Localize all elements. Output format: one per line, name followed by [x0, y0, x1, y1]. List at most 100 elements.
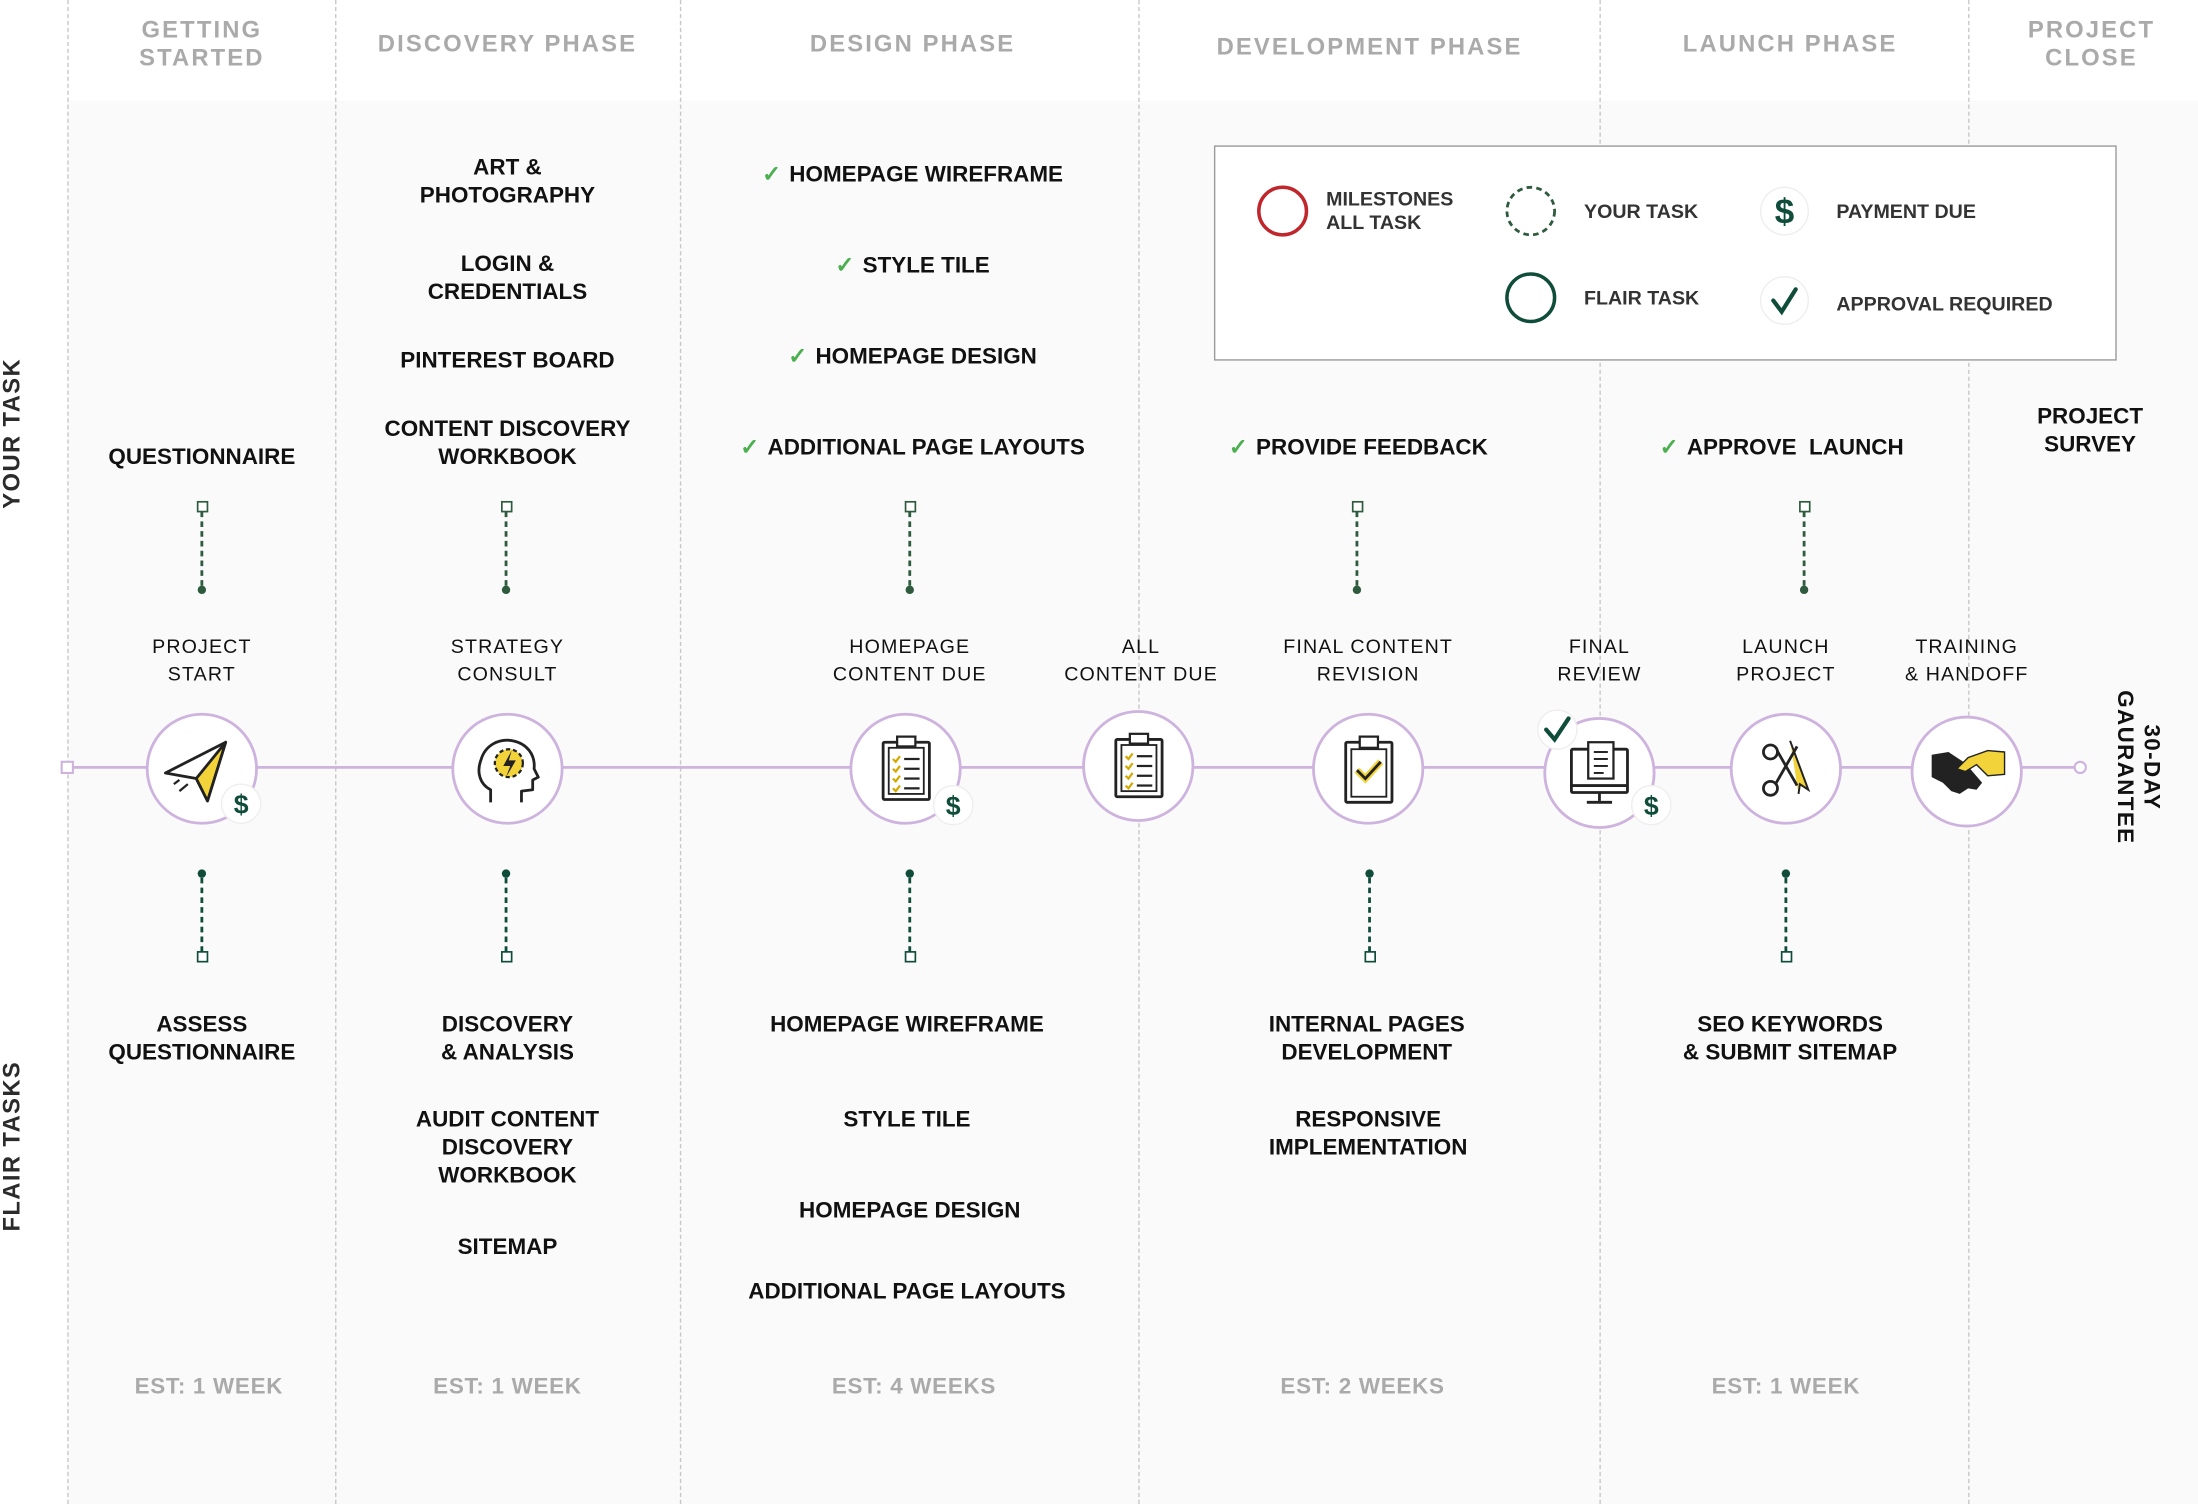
- paper-plane-icon: [164, 740, 228, 803]
- check-mark-icon: [1759, 276, 1810, 325]
- phase-getting-started-line1: GETTING: [141, 16, 263, 44]
- milestone-label-line1: TRAINING: [1915, 634, 2019, 657]
- milestone-final-content-revision: [1312, 712, 1425, 825]
- milestone-circle-icon: [1257, 185, 1309, 237]
- phase-development: DEVELOPMENT PHASE: [1216, 33, 1523, 61]
- milestone-project-start: $: [145, 712, 262, 825]
- milestone-label-line1: FINAL: [1568, 634, 1631, 657]
- phase-project-close-line2: CLOSE: [2045, 44, 2138, 72]
- flair-task-sitemap: SITEMAP: [458, 1234, 558, 1262]
- clipboard-checklist-icon: [1114, 732, 1164, 799]
- flair-task-additional-page-layouts: ADDITIONAL PAGE LAYOUTS: [748, 1280, 1066, 1305]
- flair-task-connector: [500, 869, 513, 963]
- phase-getting-started: GETTING STARTED: [139, 17, 264, 73]
- milestone-label-line2: CONSULT: [457, 662, 558, 685]
- svg-text:$: $: [1775, 193, 1794, 232]
- flair-task-connector: [196, 869, 209, 963]
- milestone-launch-project: [1729, 712, 1842, 825]
- flair-task-assess-questionnaire-line1: ASSESS: [156, 1013, 248, 1038]
- estimate-discovery: EST: 1 WEEK: [433, 1375, 582, 1400]
- milestone-final-review: $: [1537, 709, 1672, 829]
- phase-project-close: PROJECT CLOSE: [2028, 17, 2155, 73]
- approval-check-icon: [1537, 709, 1578, 750]
- milestone-label-line2: CONTENT DUE: [832, 662, 987, 685]
- estimate-design: EST: 4 WEEKS: [831, 1375, 997, 1400]
- your-task-pinterest-board: PINTEREST BOARD: [400, 348, 614, 376]
- flair-task-audit-content: AUDIT CONTENT DISCOVERY WORKBOOK: [416, 1107, 599, 1191]
- column-divider: [335, 0, 337, 1504]
- check-icon: ✓: [1659, 436, 1679, 460]
- flair-task-responsive-line2: IMPLEMENTATION: [1268, 1136, 1468, 1161]
- your-task-connector: [500, 500, 513, 595]
- your-task-project-survey-line1: PROJECT: [2037, 405, 2144, 430]
- clipboard-checklist-icon: [881, 735, 931, 801]
- milestone-label-line1: FINAL CONTENT: [1283, 634, 1454, 657]
- clipboard-check-icon: [1344, 735, 1394, 804]
- milestone-label-line2: REVISION: [1316, 662, 1420, 685]
- legend-flair-task-label: FLAIR TASK: [1584, 286, 1700, 309]
- milestone-label-final-content-revision: FINAL CONTENT REVISION: [1283, 632, 1453, 688]
- your-task-homepage-design: ✓HOMEPAGE DESIGN: [788, 344, 1037, 372]
- flair-task-responsive-implementation: RESPONSIVE IMPLEMENTATION: [1269, 1107, 1468, 1163]
- estimate-development: EST: 2 WEEKS: [1280, 1375, 1445, 1400]
- your-task-additional-page-layouts: ✓ADDITIONAL PAGE LAYOUTS: [740, 435, 1085, 463]
- column-divider: [679, 0, 682, 1504]
- your-task-connector: [904, 500, 917, 595]
- estimate-launch: EST: 1 WEEK: [1711, 1375, 1861, 1400]
- check-icon: ✓: [1228, 436, 1248, 460]
- svg-text:$: $: [234, 790, 249, 820]
- milestone-label-line2: REVIEW: [1557, 662, 1642, 685]
- your-task-style-tile-text: STYLE TILE: [862, 254, 990, 279]
- milestone-label-line2: START: [167, 662, 236, 685]
- column-divider: [67, 0, 69, 1504]
- milestone-all-content-due: [1082, 710, 1195, 822]
- flair-task-seo-line1: SEO KEYWORDS: [1697, 1013, 1883, 1038]
- legend-symbols: $: [1257, 185, 1810, 325]
- milestone-label-line1: STRATEGY: [450, 634, 565, 657]
- dollar-sign-icon: $: [1759, 186, 1810, 236]
- flair-task-discovery-analysis-line2: & ANALYSIS: [440, 1041, 574, 1066]
- flair-task-responsive-line1: RESPONSIVE: [1295, 1108, 1442, 1133]
- flair-task-audit-content-line3: WORKBOOK: [438, 1164, 577, 1189]
- your-task-project-survey-line2: SURVEY: [2044, 433, 2136, 458]
- your-task-login-credentials-line2: CREDENTIALS: [427, 280, 588, 305]
- milestone-label-training-handoff: TRAINING& HANDOFF: [1905, 632, 2028, 688]
- check-icon: ✓: [762, 163, 781, 188]
- legend-milestones-label: MILESTONES ALL TASK: [1326, 187, 1453, 235]
- svg-text:$: $: [1644, 791, 1659, 821]
- monitor-document-icon: [1570, 741, 1629, 804]
- milestone-label-line1: LAUNCH: [1742, 634, 1830, 657]
- milestone-label-strategy-consult: STRATEGY CONSULT: [451, 632, 564, 688]
- your-task-login-credentials: LOGIN & CREDENTIALS: [428, 252, 587, 308]
- your-task-art-photography: ART & PHOTOGRAPHY: [420, 155, 595, 211]
- flair-task-internal-pages-line2: DEVELOPMENT: [1281, 1041, 1453, 1066]
- legend-box: $ MILESTONES ALL TASK YOUR TASK FLAIR TA…: [1213, 145, 2117, 361]
- timeline-end-marker: [2073, 760, 2087, 775]
- your-task-connector: [1799, 500, 1811, 595]
- your-task-login-credentials-line1: LOGIN &: [460, 252, 555, 277]
- your-task-additional-page-layouts-text: ADDITIONAL PAGE LAYOUTS: [767, 436, 1085, 460]
- flair-task-assess-questionnaire: ASSESS QUESTIONNAIRE: [108, 1012, 295, 1068]
- check-icon: ✓: [788, 345, 808, 370]
- flair-task-audit-content-line1: AUDIT CONTENT: [415, 1108, 600, 1133]
- your-task-project-survey: PROJECT SURVEY: [2037, 404, 2143, 460]
- flair-task-homepage-wireframe: HOMEPAGE WIREFRAME: [770, 1013, 1044, 1038]
- flair-task-discovery-analysis-line1: DISCOVERY: [441, 1013, 574, 1038]
- your-task-connector: [1351, 500, 1364, 595]
- your-task-style-tile: ✓ STYLE TILE: [835, 253, 989, 281]
- legend-milestones-line2: ALL TASK: [1326, 211, 1422, 234]
- phase-launch: LAUNCH PHASE: [1682, 30, 1898, 58]
- check-icon: ✓: [835, 254, 855, 279]
- your-task-art-photography-line2: PHOTOGRAPHY: [419, 184, 596, 209]
- phase-project-close-line1: PROJECT: [2027, 16, 2156, 44]
- flair-task-internal-pages-line1: INTERNAL PAGES: [1268, 1013, 1465, 1038]
- milestone-homepage-content-due: $: [849, 712, 974, 826]
- flair-task-seo-keywords-sitemap: SEO KEYWORDS & SUBMIT SITEMAP: [1683, 1012, 1897, 1068]
- ribbon-cutting-icon: [1762, 740, 1811, 797]
- dollar-sign-icon: $: [1630, 784, 1672, 826]
